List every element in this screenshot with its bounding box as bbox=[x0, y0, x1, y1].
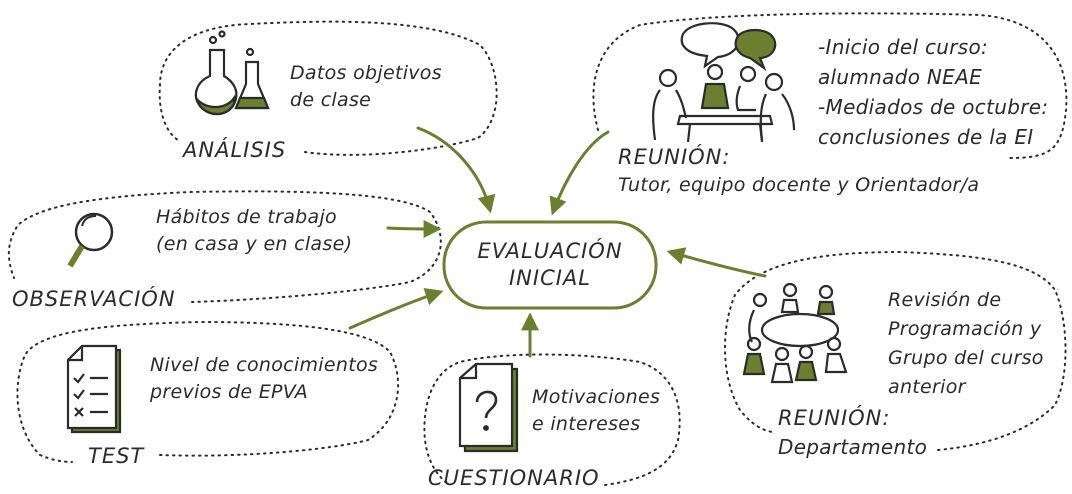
cuestionario-desc: Motivaciones e intereses bbox=[532, 384, 660, 438]
center-node bbox=[442, 220, 658, 310]
reunion-depto-line4: anterior bbox=[888, 376, 966, 398]
arrow-reunion-tutor bbox=[549, 130, 610, 216]
center-title: EVALUACIÓN INICIAL bbox=[452, 238, 648, 292]
reunion-depto-label: REUNIÓN: bbox=[778, 406, 891, 430]
test-label: TEST bbox=[88, 444, 145, 468]
reunion-tutor-subtitle: Tutor, equipo docente y Orientador/a bbox=[618, 174, 980, 196]
reunion-tutor-cloud bbox=[592, 12, 1068, 159]
checklist-icon bbox=[66, 344, 122, 434]
analisis-desc: Datos objetivos de clase bbox=[290, 60, 442, 114]
analisis-desc-line1: Datos objetivos bbox=[290, 62, 442, 84]
analisis-label: ANÁLISIS bbox=[183, 138, 287, 162]
reunion-tutor-line4: conclusiones de la EI bbox=[818, 125, 1034, 149]
arrow-test bbox=[348, 288, 444, 330]
reunion-tutor-label: REUNIÓN: bbox=[618, 145, 731, 169]
meeting-icon bbox=[652, 22, 796, 143]
reunion-tutor-line2: alumnado NEAE bbox=[818, 65, 983, 89]
reunion-depto-line2: Programación y bbox=[888, 318, 1042, 340]
test-desc: Nivel de conocimientos previos de EPVA bbox=[150, 352, 378, 406]
observacion-desc: Hábitos de trabajo (en casa y en clase) bbox=[156, 204, 352, 258]
reunion-depto-line1: Revisión de bbox=[888, 289, 1002, 311]
reunion-tutor-line3: -Mediados de octubre: bbox=[818, 95, 1049, 119]
observacion-cloud bbox=[7, 190, 442, 303]
observacion-desc-line1: Hábitos de trabajo bbox=[156, 206, 337, 228]
reunion-depto-line3: Grupo del curso bbox=[888, 347, 1044, 369]
question-paper-icon bbox=[458, 362, 519, 453]
reunion-depto-subtitle: Departamento bbox=[778, 435, 928, 459]
cuestionario-desc-line1: Motivaciones bbox=[532, 386, 661, 408]
magnifier-icon bbox=[67, 212, 114, 268]
reunion-tutor-line1: -Inicio del curso: bbox=[818, 35, 989, 59]
arrow-observacion bbox=[386, 219, 442, 238]
observacion-desc-line2: (en casa y en clase) bbox=[156, 233, 353, 255]
cuestionario-label: CUESTIONARIO bbox=[428, 466, 600, 490]
reunion-tutor-desc: -Inicio del curso: alumnado NEAE -Mediad… bbox=[818, 32, 1048, 152]
test-desc-line2: previos de EPVA bbox=[150, 381, 309, 403]
arrow-analisis bbox=[416, 126, 496, 214]
test-desc-line1: Nivel de conocimientos bbox=[150, 354, 379, 376]
flasks-icon bbox=[194, 30, 270, 116]
analisis-desc-line2: de clase bbox=[290, 89, 372, 111]
observacion-label: OBSERVACIÓN bbox=[12, 287, 176, 311]
analisis-cloud bbox=[158, 20, 498, 156]
center-title-line2: INICIAL bbox=[508, 266, 592, 290]
arrow-reunion-depto bbox=[666, 247, 767, 278]
test-cloud bbox=[16, 320, 400, 463]
reunion-depto-cloud bbox=[724, 250, 1067, 451]
center-title-line1: EVALUACIÓN bbox=[477, 239, 623, 263]
group-meeting-icon bbox=[742, 282, 848, 384]
cuestionario-desc-line2: e intereses bbox=[532, 413, 641, 435]
reunion-depto-desc: Revisión de Programación y Grupo del cur… bbox=[888, 286, 1044, 402]
